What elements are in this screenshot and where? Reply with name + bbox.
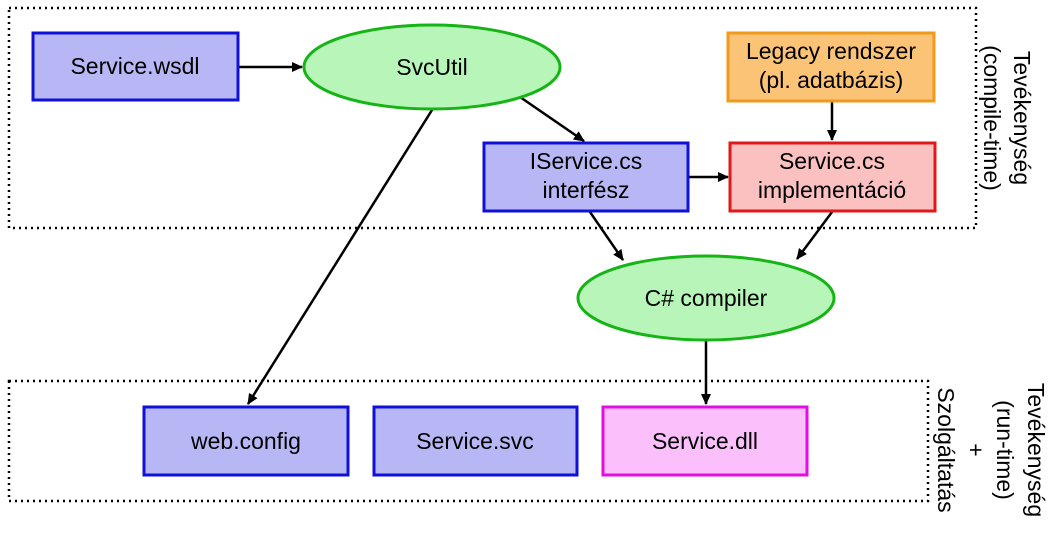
arrow-iservice-to-compiler [588,211,625,261]
service-dll-label: Service.dll [652,428,758,454]
compile-time-region [7,6,978,230]
iservice-label-line1: IService.cs [530,148,642,174]
service-dll-node: Service.dll [601,405,809,477]
arrow-servicecs-to-compiler [795,211,834,260]
run-time-label-line3: + [963,443,989,456]
iservice-label-line2: interfész [543,177,630,203]
run-time-label-line1: Tevékenység [1023,383,1049,517]
iservice-node: IService.cs interfész [482,141,690,213]
arrow-svcutil-to-iservice [519,95,585,143]
arrow-svcutil-to-webconfig [246,109,434,405]
service-cs-label-line1: Service.cs [779,148,885,174]
service-svc-node: Service.svc [372,405,579,477]
run-time-label: Tevékenység (run-time) + Szolgáltatás [933,383,1049,517]
compile-time-label-line2: (compile-time) [979,45,1005,191]
run-time-label-line4: Szolgáltatás [933,387,959,512]
svcutil-label: SvcUtil [396,54,468,80]
legacy-system-node: Legacy rendszer (pl. adatbázis) [726,31,936,103]
compiler-label: C# compiler [645,285,768,311]
service-cs-label-line2: implementáció [758,177,906,203]
web-config-label: web.config [190,428,301,454]
run-time-region [7,379,930,503]
service-cs-node: Service.cs implementáció [728,141,937,213]
csharp-compiler-node: C# compiler [576,254,836,342]
legacy-label-line1: Legacy rendszer [746,38,916,64]
compile-time-label: Tevékenység (compile-time) [979,45,1035,191]
run-time-label-line2: (run-time) [992,400,1018,500]
compile-time-label-line1: Tevékenység [1009,51,1035,185]
web-config-node: web.config [142,405,350,477]
service-wsdl-node: Service.wsdl [31,31,240,102]
service-wsdl-label: Service.wsdl [70,53,199,79]
service-svc-label: Service.svc [416,428,534,454]
legacy-label-line2: (pl. adatbázis) [759,67,903,93]
svcutil-node: SvcUtil [302,23,562,111]
